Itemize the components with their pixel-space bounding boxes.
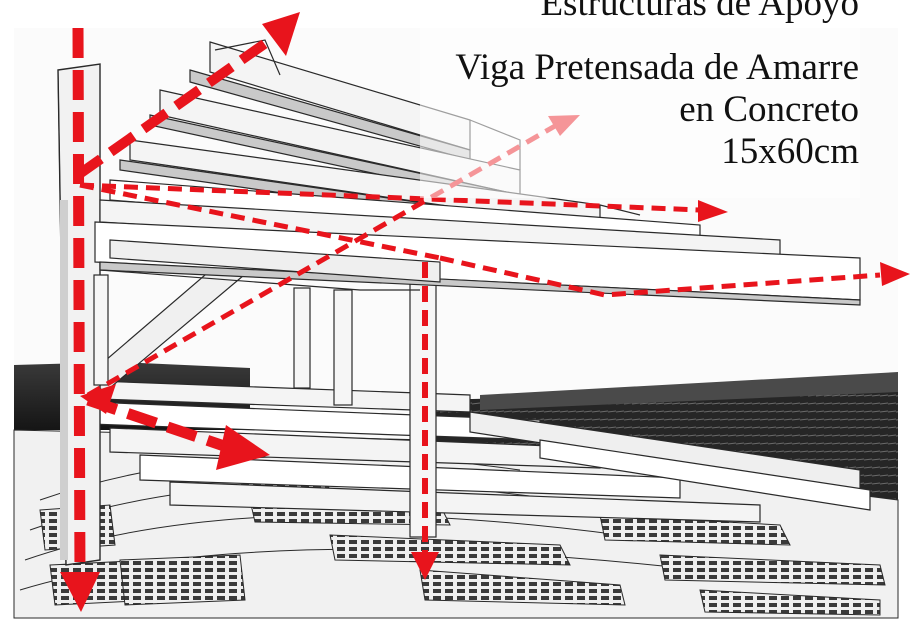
head-ground [216, 425, 270, 470]
arrow-ground [86, 394, 232, 454]
arrow-roof-edge [439, 255, 881, 298]
head-horizontal-upper [698, 200, 728, 222]
arrow-heads [60, 12, 910, 612]
caption-mask [420, 0, 911, 28]
arrow-slope [79, 182, 441, 261]
arrow-column-down [72, 27, 86, 583]
caption-top-cut: Estructuras de Apoyo [540, 0, 859, 24]
caption-line-2: en Concreto [679, 89, 859, 130]
head-up-right [262, 12, 300, 56]
terrain-far [480, 372, 898, 410]
head-ground-back [80, 384, 116, 414]
head-mid-column-down [411, 552, 439, 580]
caption-mask-block [420, 28, 860, 198]
arrow-horizontal-upper [79, 182, 701, 213]
head-roof-edge [880, 262, 910, 286]
column-shadow [60, 200, 68, 560]
caption-line-1: Viga Pretensada de Amarre [455, 47, 859, 88]
caption-line-3: 15x60cm [721, 131, 859, 172]
caption-beam-label: Viga Pretensada de Amarre en Concreto 15… [455, 47, 859, 173]
head-column-down [60, 572, 100, 612]
load-arrows [72, 27, 881, 583]
